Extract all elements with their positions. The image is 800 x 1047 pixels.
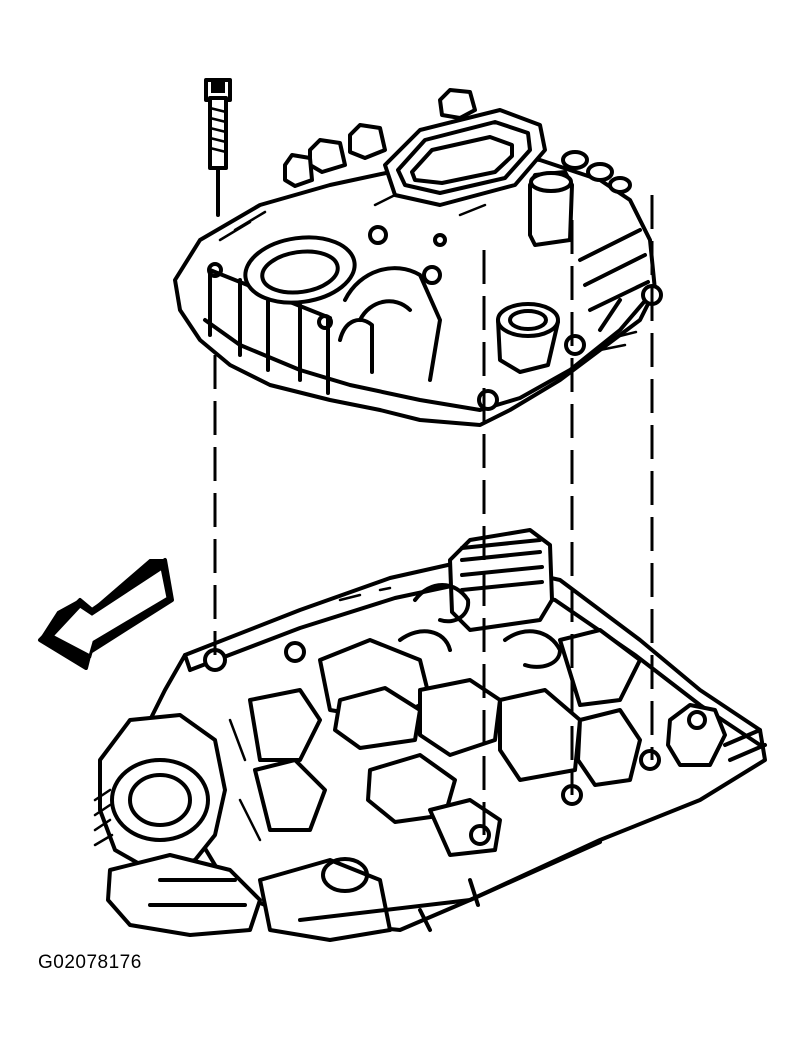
upper-intake-manifold: [173, 88, 663, 427]
bolt-icon: [204, 78, 232, 217]
front-direction-arrow-icon: [38, 558, 174, 670]
lower-intake-assembly: [93, 528, 767, 942]
alignment-lines: [213, 195, 654, 835]
figure-code: G02078176: [38, 952, 142, 973]
